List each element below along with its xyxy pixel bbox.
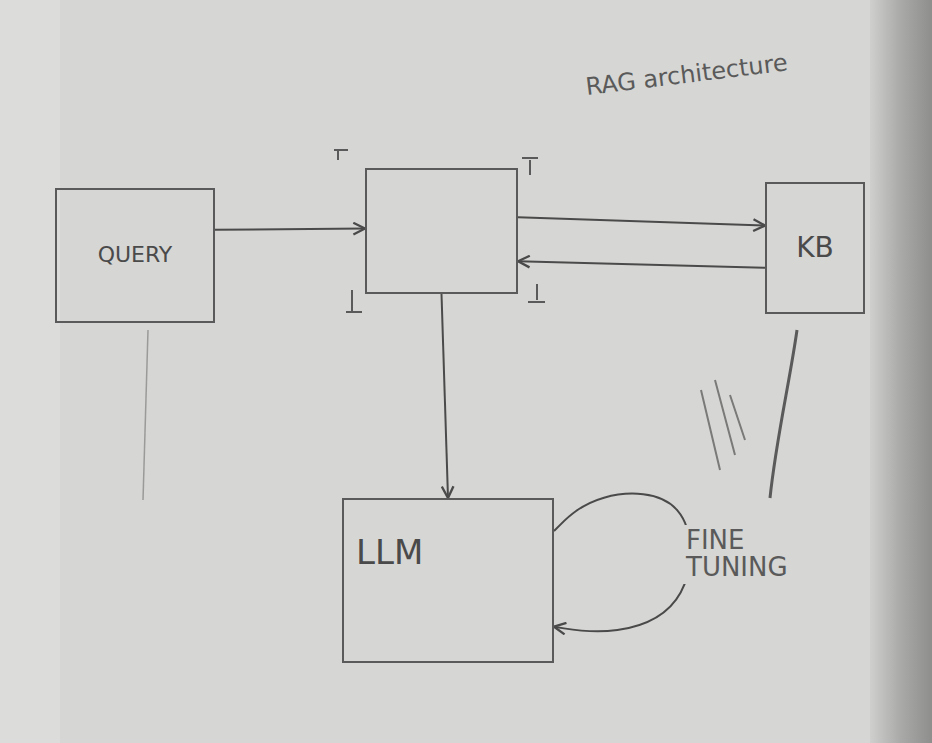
feedback-loop <box>554 494 690 632</box>
node-label: KB <box>796 233 834 264</box>
pencil-stroke <box>143 330 148 500</box>
retriever-box <box>365 168 518 294</box>
flow-arrow <box>442 294 449 498</box>
knowledge-base-box: KB <box>765 182 865 314</box>
paper-light <box>0 0 60 743</box>
llm-box: LLM <box>342 498 554 663</box>
flow-arrow <box>518 261 765 268</box>
bracket-marks <box>334 150 545 312</box>
flow-arrow <box>518 217 765 225</box>
edge-label: FINE TUNING <box>682 525 840 584</box>
page-edge <box>870 0 932 743</box>
node-label: QUERY <box>98 243 173 267</box>
flow-arrow <box>215 228 365 229</box>
query-box: QUERY <box>55 188 215 323</box>
node-label: LLM <box>356 534 423 571</box>
diagram-title-note: RAG architecture <box>584 49 800 100</box>
pencil-stroke <box>770 330 797 498</box>
scribble <box>701 380 745 470</box>
